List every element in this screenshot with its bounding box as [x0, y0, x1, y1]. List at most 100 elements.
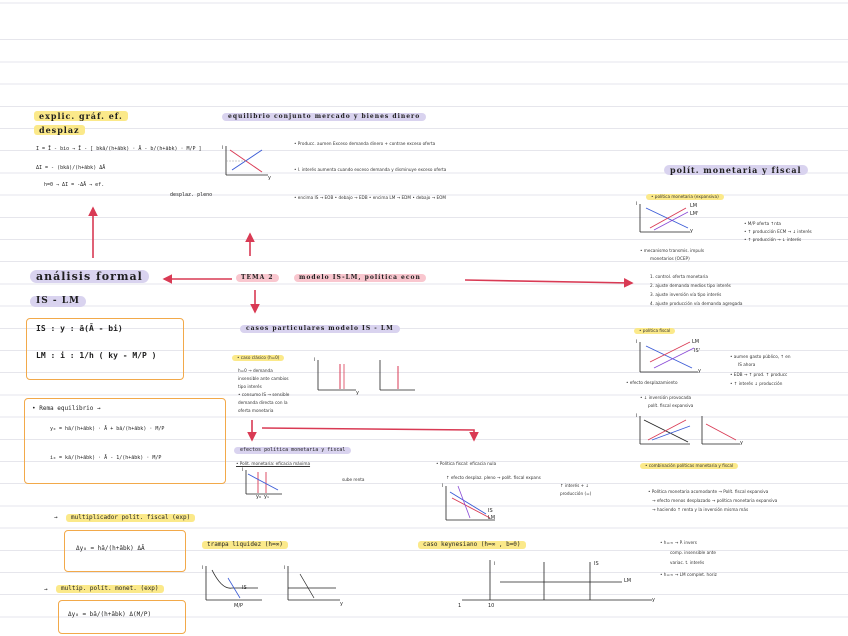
keynes-note-1: • h=∞ → P. invers [660, 540, 697, 545]
efectos-sube: sube renta [342, 477, 365, 482]
graph-pol-monetaria [639, 204, 690, 233]
trampa2-axis-y: y [340, 601, 343, 607]
explic-line-4: desplaz. pleno [170, 192, 213, 198]
graph-trampa-2 [287, 566, 340, 601]
pf-is2: IS' [694, 348, 701, 354]
heading-multfiscal: multiplicador polít. fiscal (exp) [66, 514, 196, 522]
heading-modelo: modelo IS-LM, política econ [294, 274, 426, 282]
pf-title: • política fiscal [634, 328, 676, 335]
mecanismo-step-3: 3. ajuste inversión vía tipo interés [650, 292, 722, 297]
heading-tema: TEMA 2 [236, 274, 279, 282]
clasico-note-6: oferta monetaria [238, 408, 274, 413]
graph-pol-fiscal [639, 341, 698, 373]
heading-equilibrio: equilibrio conjunto mercado y bienes din… [222, 113, 427, 121]
resumen-box [24, 398, 226, 484]
multfiscal-formula: Δy₀ = hā/(h+ābk) ΔĀ [76, 545, 145, 552]
explic-line-1: I = Ī - bio → Ī - [ bkā/(h+ābk) · Ā - b/… [36, 146, 202, 152]
multmon-box [58, 600, 186, 634]
pm-note-3: • ↑ producción → ↓ interés [744, 237, 802, 242]
keynes-ten: 10 [488, 603, 495, 609]
graph-expulsion-2 [701, 416, 740, 445]
heading-explic: explic. gráf. ef. [34, 111, 128, 121]
trampa-is: IS [242, 585, 247, 591]
expulsion-note-2: polít. fiscal expansiva [648, 403, 694, 408]
pf-note-2: IS ahora [738, 362, 756, 367]
mecanismo-title: • mecanismo transmis. impuls [640, 248, 705, 253]
resumen-i0: i₀ = kā/(h+ābk) · Ā - 1/(h+ābk) · M/P [50, 455, 162, 461]
keynes-axis-y: y [652, 597, 655, 603]
formula-lm: LM : i : 1/h ( ky - M/P ) [36, 351, 157, 360]
multfiscal-box [64, 530, 186, 572]
pm-axis-i: i [636, 201, 638, 207]
fis-axis-i: i [442, 483, 444, 489]
keynes-one: 1 [458, 603, 462, 609]
mecanismo-step-2: 2. ajuste demanda medios tipo interés [650, 283, 731, 288]
heading-casos: casos particulares modelo IS - LM [240, 325, 400, 333]
pm-lm2: LM' [690, 211, 699, 217]
graph-efectos-monetaria [245, 470, 282, 495]
trampa-axis-i: i [202, 565, 204, 571]
clasico-axis-i: i [314, 357, 316, 363]
mecanismo-step-1: 1. control. oferta monetaria [650, 274, 708, 279]
trampa2-axis-i: i [284, 565, 286, 571]
graph-expulsion-1 [639, 416, 691, 445]
heading-polit: polít. monetaria y fiscal [664, 165, 808, 175]
efectos-fiscal-note-2: ↑ interés + ↓ [560, 483, 589, 488]
keynes-note-2: comp. insensible ante [670, 550, 717, 555]
heading-efectos: efectos política monetaria y fiscal [234, 447, 352, 454]
heading-keynes: caso keynesiano (h=∞ , b=0) [418, 541, 526, 549]
mon-axis-i: i [242, 467, 244, 473]
efectos-fiscal-note-3: producción (=) [560, 491, 592, 496]
expulsion-title: • efecto desplazamiento [626, 380, 678, 385]
pm-lm: LM [690, 203, 698, 209]
equilibrio-note-2: • I. interés aumenta cuando exceso deman… [294, 167, 447, 172]
keynes-is: IS [594, 561, 599, 567]
keynes-lm: LM [624, 578, 632, 584]
combinacion-note-2: → efecto menos desplazado → política mon… [652, 498, 778, 503]
combinacion-note-3: → haciendo ↑ renta y la inversión misma … [652, 507, 749, 512]
heading-multmon: multip. polít. monet. (exp) [56, 585, 164, 593]
multmon-arrow: → [44, 586, 48, 593]
explic-line-3: h=0 → ΔI = -ΔĀ → ef. [44, 182, 105, 188]
pf-note-4: • ↑ interés ↓ producción [730, 381, 783, 386]
trampa-mp: M/P [234, 603, 244, 609]
keynes-axis-i: i [494, 561, 496, 567]
mecanismo-step-4: 4. ajuste producción vía demanda agregad… [650, 301, 743, 306]
graph-trampa-1 [205, 566, 262, 601]
arrow-to-fiscal [261, 427, 479, 442]
keynes-note-4: • h=∞ → LM complet. horiz [660, 572, 717, 577]
fis-is: IS [488, 508, 493, 514]
pf-axis-i: i [636, 339, 638, 345]
clasico-note-2: insensible ante cambios [238, 376, 289, 381]
clasico-note-1: h=0 → demanda [238, 368, 273, 373]
pf-note-3: • EDB → ↑ prod. ↑ producc [730, 372, 788, 377]
graph-equilibrio [225, 146, 268, 176]
expulsion-note-1: • ↓ inversión provocada [640, 395, 692, 400]
clasico-note-3: tipo interés [238, 384, 262, 389]
efectos-fiscal-note-1: ↑ efecto desplaz. pleno → polít. fiscal … [446, 475, 541, 480]
pm-title: • política monetaria (expansiva) [646, 194, 724, 201]
equilibrio-note-1: • Producc. aumen Exceso demanda dinero +… [294, 141, 436, 146]
eq-axis-y: y [268, 175, 271, 181]
heading-analisis: análisis formal [30, 270, 149, 283]
resumen-title: • Rema equilibrio → [32, 405, 101, 412]
heading-trampa: trampa liquidez (h=∞) [202, 541, 288, 549]
graph-clasico-1 [317, 360, 356, 391]
multfiscal-arrow: → [54, 514, 58, 521]
combinacion-title: • combinación políticas monetaria y fisc… [640, 463, 739, 470]
pm-note-1: • M/P oferta ↑nta [744, 221, 781, 226]
clasico-note-5: demanda directa con la [238, 400, 288, 405]
explic-line-2: ΔI = - (bkā)/(h+ābk) ΔĀ [36, 165, 106, 171]
clasico-note-4: • consumo IS → sensible [238, 392, 290, 397]
efectos-fiscal: • Política fiscal: eficacia nula [436, 461, 497, 466]
pm-note-2: • ↑ producción ECM → ↓ interés [744, 229, 812, 234]
eq-axis-i: i [222, 145, 224, 151]
fis-lm: LM [488, 515, 496, 521]
resumen-y0: y₀ = hā/(h+ābk) · Ā + bā/(h+ābk) · M/P [50, 426, 165, 432]
mon-y0: y₀ [256, 494, 261, 500]
equilibrio-note-3: • encima IS → EOB • debajo → EDB • encim… [294, 195, 447, 200]
pf-axis-y: y [698, 368, 701, 374]
clasico-axis-y: y [356, 390, 359, 396]
efectos-monetaria: • Polít. monetaria: eficacia máxima [236, 461, 311, 466]
